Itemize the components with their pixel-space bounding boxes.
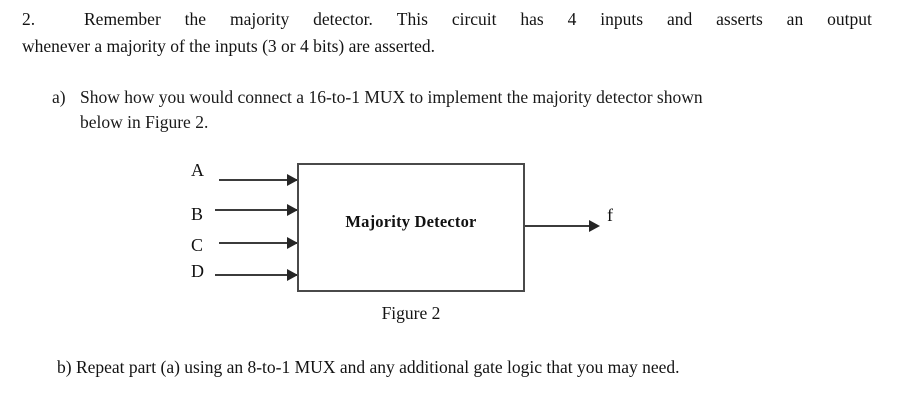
part-a-text-line-2: below in Figure 2. [80,112,209,132]
word: This [396,9,428,29]
input-label-a: A [191,160,204,180]
input-wire-d [215,274,297,276]
majority-detector-label: Majority Detector [345,212,477,231]
question-2-line-1-justified: Remember the majority detector. This cir… [84,6,872,33]
arrow-head-b-icon [287,204,298,216]
input-wire-c [219,242,297,244]
word: an [786,9,804,29]
arrow-head-d-icon [287,269,298,281]
word: 4 [567,9,577,29]
part-b-text: b) Repeat part (a) using an 8-to-1 MUX a… [57,357,680,377]
figure-caption: Figure 2 [381,303,441,323]
arrow-head-a-icon [287,174,298,186]
word: majority [229,9,290,29]
part-a-block: a) Show how you would connect a 16-to-1 … [52,85,872,135]
part-a-text-line-1: Show how you would connect a 16-to-1 MUX… [80,87,703,107]
part-a-marker: a) [52,87,66,107]
word: output [827,9,872,29]
question-2-line-2: whenever a majority of the inputs (3 or … [22,36,436,56]
input-wire-b [215,209,297,211]
output-wire-f [525,225,597,227]
word: and [666,9,693,29]
arrow-head-f-icon [589,220,600,232]
part-a-line-1: a) Show how you would connect a 16-to-1 … [52,85,872,110]
word: the [184,9,207,29]
arrow-head-c-icon [287,237,298,249]
word: inputs [600,9,644,29]
output-label-f: f [607,205,613,225]
input-label-b: B [191,204,204,224]
majority-detector-box [297,163,525,292]
word: asserts [716,9,763,29]
word: Remember [84,9,161,29]
word: circuit [451,9,497,29]
input-label-c: C [191,235,204,255]
question-2-block: 2. Remember the majority detector. This … [22,6,872,60]
word: has [520,9,544,29]
word: detector. [313,9,373,29]
question-2-line-1: 2. Remember the majority detector. This … [22,6,872,33]
input-label-d: D [191,261,204,281]
input-wire-a [219,179,297,181]
question-number: 2. [22,9,36,29]
